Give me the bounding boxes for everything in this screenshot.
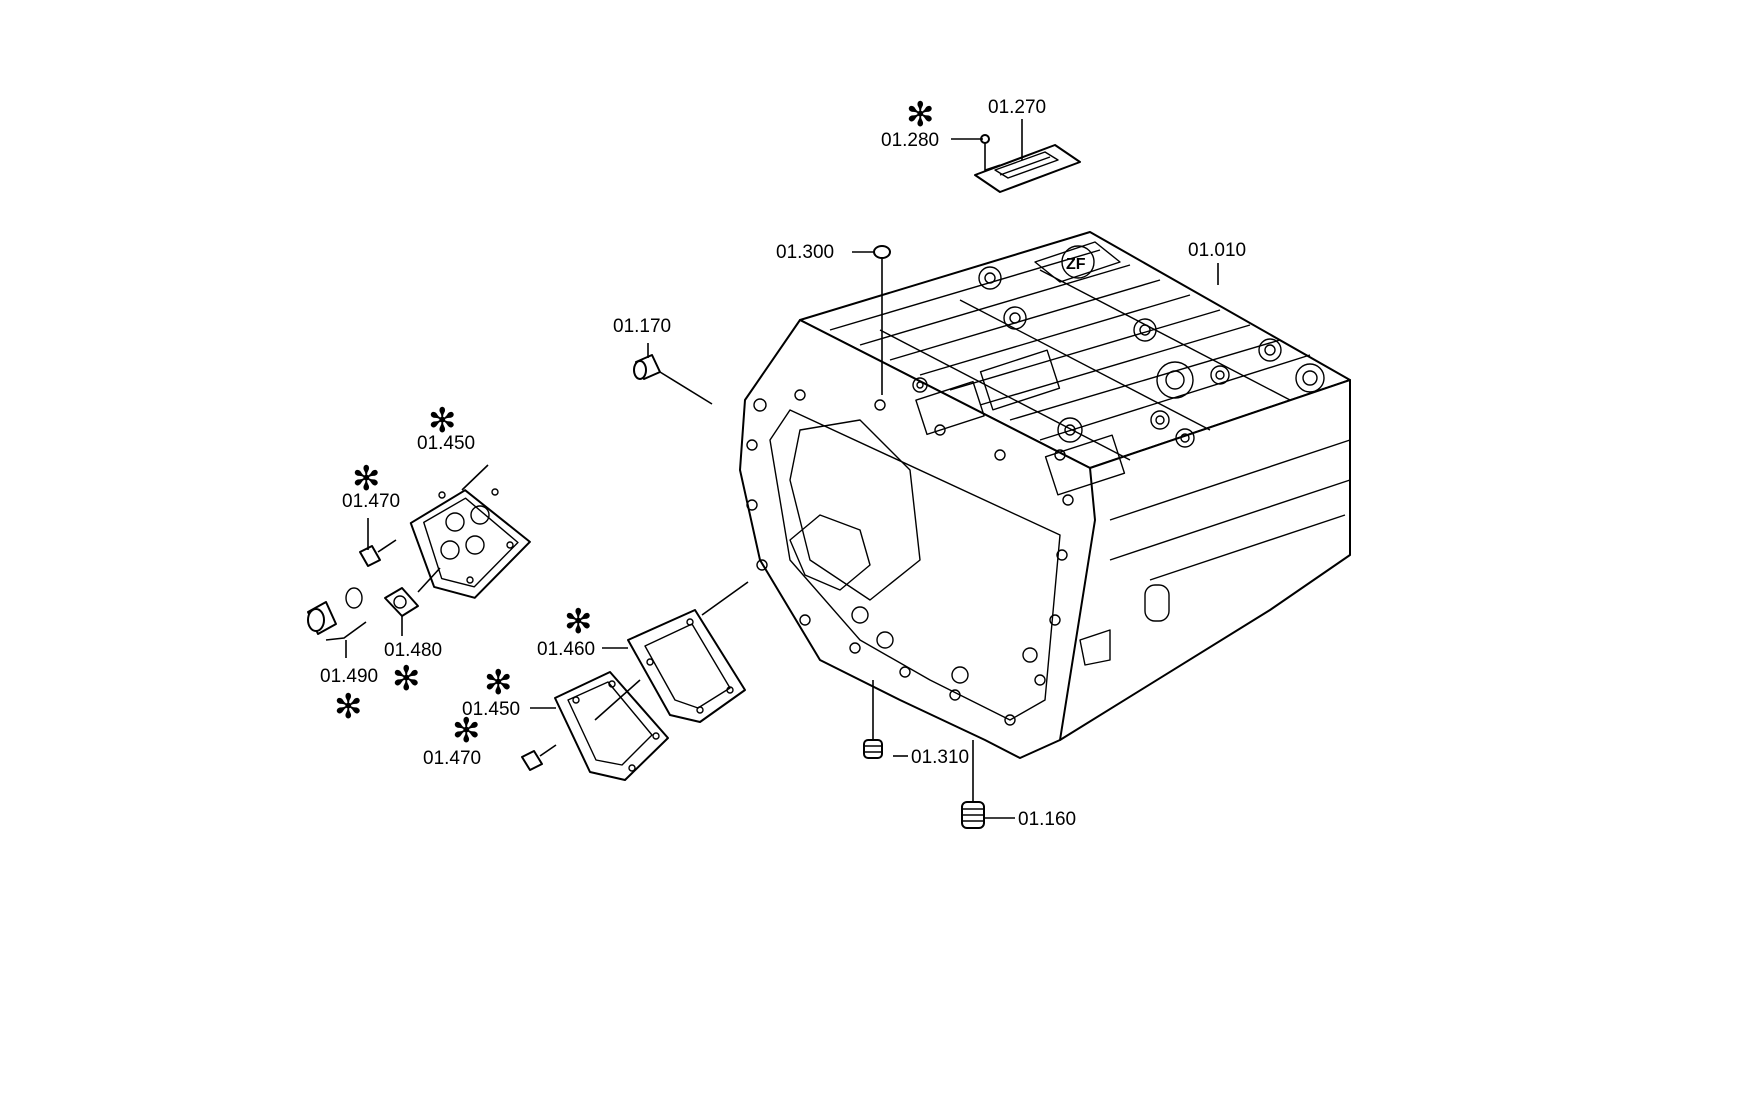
callout-01460: 01.460 [537, 639, 595, 660]
asterisk-markers: ✻ ✻ ✻ ✻ ✻ ✻ ✻ ✻ [334, 96, 935, 750]
plug-01490 [307, 587, 367, 658]
zf-logo: ZF [1066, 256, 1086, 273]
callout-01450-upper: 01.450 [417, 433, 475, 454]
asterisk-01470-upper: ✻ [352, 460, 381, 498]
callout-01470-upper: 01.470 [342, 491, 400, 512]
callout-01160: 01.160 [1018, 809, 1076, 830]
plug-01310 [863, 680, 883, 759]
transmission-housing: ZF [739, 231, 1351, 759]
callout-01270: 01.270 [988, 97, 1046, 118]
bolt-upper [359, 518, 397, 567]
callout-01010: 01.010 [1188, 240, 1246, 261]
callout-01480: 01.480 [384, 640, 442, 661]
callout-01170: 01.170 [613, 316, 671, 337]
cover-lower [554, 671, 669, 781]
callout-labels: 01.270 01.280 01.300 01.010 01.170 01.45… [320, 97, 1246, 830]
bolt-lower [521, 744, 557, 771]
asterisk-01280: ✻ [906, 96, 935, 134]
asterisk-01490-b: ✻ [334, 688, 363, 726]
callout-01490: 01.490 [320, 666, 378, 687]
leader-lines [530, 119, 1219, 819]
cover-upper-left [409, 464, 531, 599]
asterisk-01490: ✻ [392, 660, 421, 698]
switch-part [384, 567, 441, 636]
plug-01170 [633, 354, 713, 405]
callout-01280: 01.280 [881, 130, 939, 151]
callout-01450-lower: 01.450 [462, 699, 520, 720]
asterisk-01450-lower: ✻ [484, 664, 513, 702]
nameplate-part [974, 144, 1081, 193]
callout-01310: 01.310 [911, 747, 969, 768]
callout-01300: 01.300 [776, 242, 834, 263]
gasket-part [627, 581, 749, 723]
callout-01470-lower: 01.470 [423, 748, 481, 769]
asterisk-01450-upper: ✻ [428, 402, 457, 440]
rivet-part [980, 134, 990, 172]
asterisk-01470-lower: ✻ [452, 712, 481, 750]
plug-01160 [961, 740, 985, 829]
asterisk-01460: ✻ [564, 603, 593, 641]
